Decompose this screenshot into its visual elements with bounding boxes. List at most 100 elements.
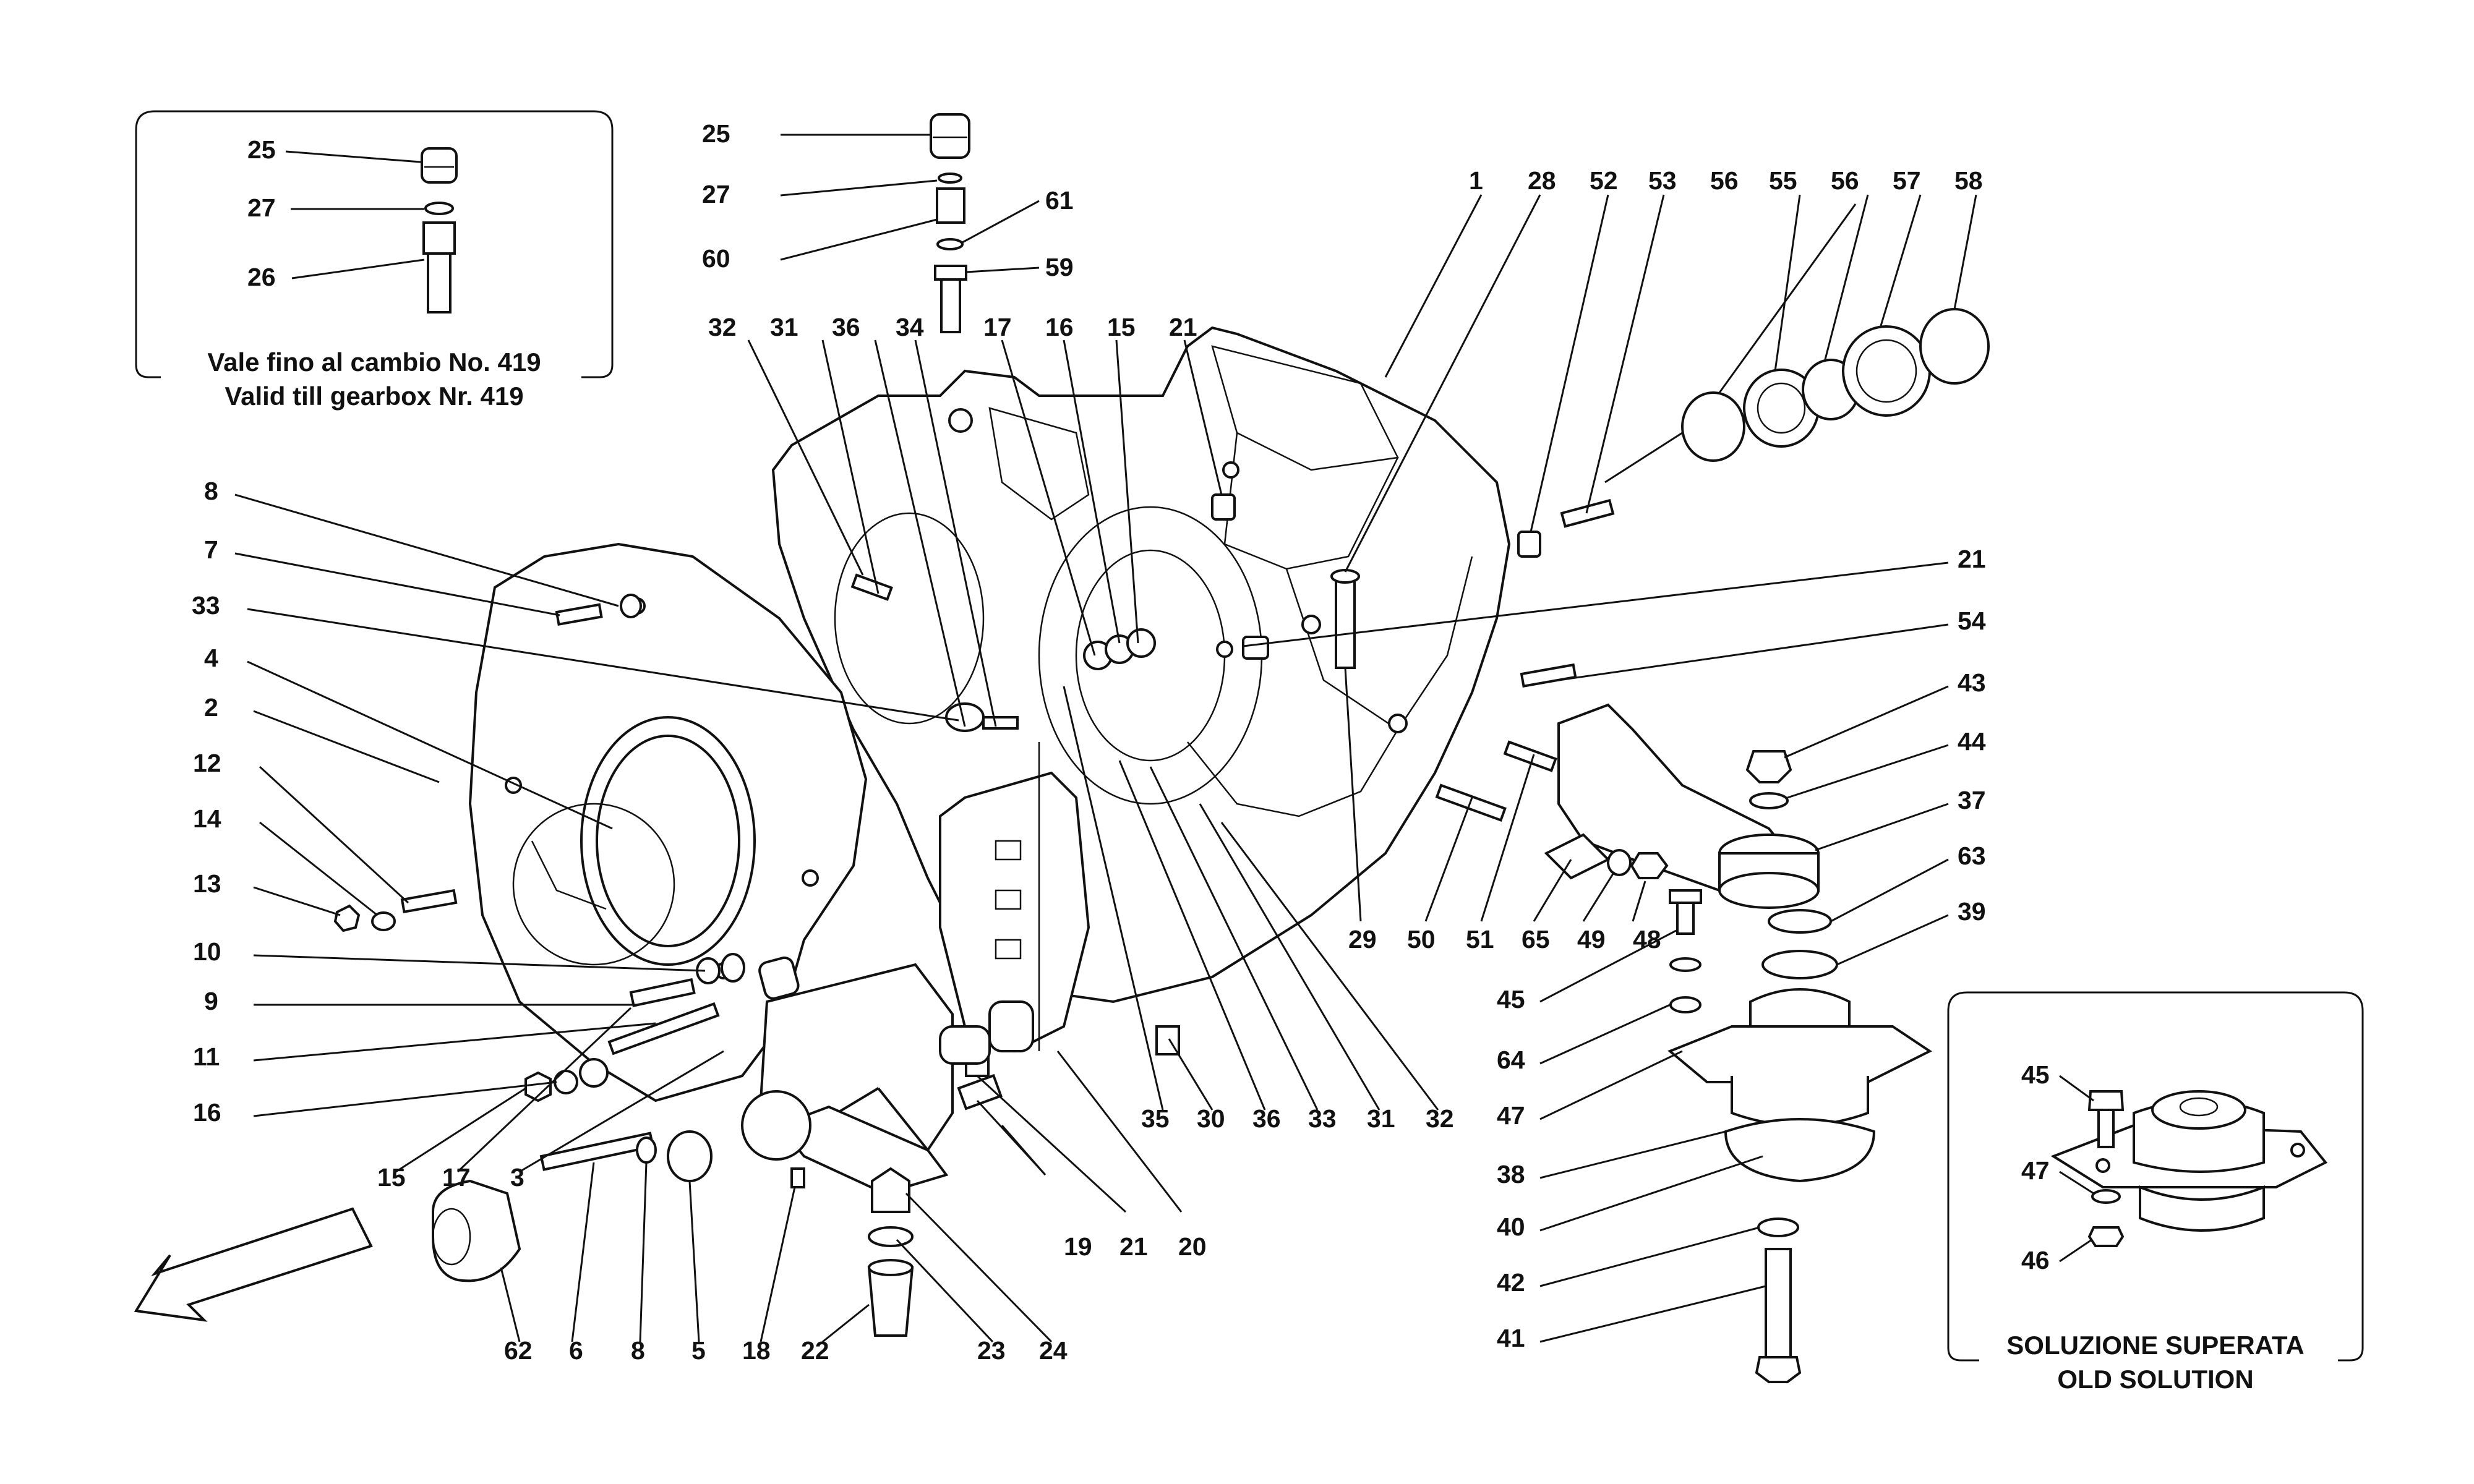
callout-27: 27 xyxy=(247,194,276,222)
callout-35: 35 xyxy=(1141,1104,1170,1133)
callout-64: 64 xyxy=(1497,1046,1525,1074)
callout-17: 17 xyxy=(983,313,1012,341)
callout-50: 50 xyxy=(1407,925,1436,953)
bottom-left-parts xyxy=(432,1000,1180,1337)
callout-17-bottom: 17 xyxy=(442,1163,471,1192)
callout-32: 32 xyxy=(708,313,737,341)
callout-34: 34 xyxy=(896,313,924,341)
callout-32-bottom: 32 xyxy=(1426,1104,1454,1133)
callout-11: 11 xyxy=(193,1043,220,1071)
inset-cap-part xyxy=(421,147,458,184)
engine-mount-bracket xyxy=(1544,703,1820,909)
callout-6: 6 xyxy=(569,1336,583,1365)
callout-25-top: 25 xyxy=(702,119,730,148)
callout-14: 14 xyxy=(193,804,221,833)
callout-21-bottom: 21 xyxy=(1119,1232,1148,1261)
callout-44: 44 xyxy=(1958,727,1986,756)
callout-60: 60 xyxy=(702,244,730,273)
inset-caption-italian: Vale fino al cambio No. 419 xyxy=(207,348,541,377)
direction-arrow xyxy=(134,1207,373,1322)
inset-old-solution: 45 47 46 SOLUZIONE SUPERATA OLD SOLUTION xyxy=(1947,991,2364,1394)
callout-25: 25 xyxy=(247,135,276,164)
callout-21-right: 21 xyxy=(1958,545,1986,573)
callout-52: 52 xyxy=(1590,166,1618,195)
callout-8: 8 xyxy=(204,477,218,505)
callout-13: 13 xyxy=(193,869,221,898)
callout-1: 1 xyxy=(1469,166,1483,195)
lower-casing xyxy=(759,963,954,1195)
callout-38: 38 xyxy=(1497,1160,1525,1188)
callout-56-b: 56 xyxy=(1831,166,1859,195)
side-selector-cover xyxy=(939,742,1090,1053)
callout-18: 18 xyxy=(742,1336,771,1365)
inset-mount-part xyxy=(2050,1090,2328,1232)
bearing-set xyxy=(1604,308,1990,484)
callout-48: 48 xyxy=(1633,925,1661,953)
callout-43: 43 xyxy=(1958,668,1986,697)
callout-8-bottom: 8 xyxy=(631,1336,645,1365)
callout-45: 45 xyxy=(1497,985,1525,1013)
callout-65: 65 xyxy=(1522,925,1550,953)
top-plug-stack xyxy=(780,113,1040,333)
callout-24: 24 xyxy=(1039,1336,1068,1365)
callout-4: 4 xyxy=(204,644,218,672)
callout-53: 53 xyxy=(1648,166,1677,195)
inset-valid-till-gearbox: 25 27 26 Vale fino al cambio No. 419 Val… xyxy=(135,110,614,411)
callout-36: 36 xyxy=(832,313,860,341)
callout-20: 20 xyxy=(1178,1232,1207,1261)
callout-29: 29 xyxy=(1348,925,1377,953)
inset-bushing xyxy=(422,221,456,313)
callout-36-bottom: 36 xyxy=(1252,1104,1281,1133)
callout-33: 33 xyxy=(192,591,220,620)
callout-10: 10 xyxy=(193,937,221,966)
inset-caption-english: Valid till gearbox Nr. 419 xyxy=(225,382,523,411)
callout-33-bottom: 33 xyxy=(1308,1104,1337,1133)
callout-41: 41 xyxy=(1497,1324,1525,1352)
callout-42: 42 xyxy=(1497,1268,1525,1297)
clutch-bell-housing xyxy=(771,326,1511,1004)
callout-56: 56 xyxy=(1710,166,1739,195)
callout-7: 7 xyxy=(204,535,218,564)
callout-21: 21 xyxy=(1169,313,1197,341)
callout-63: 63 xyxy=(1958,842,1986,870)
callout-19: 19 xyxy=(1064,1232,1092,1261)
callout-61: 61 xyxy=(1045,186,1074,215)
inset-washer xyxy=(424,202,454,215)
callout-57: 57 xyxy=(1893,166,1921,195)
leader-lines xyxy=(234,194,1977,1343)
callout-23: 23 xyxy=(977,1336,1006,1365)
callout-15-bottom: 15 xyxy=(377,1163,406,1192)
callout-62: 62 xyxy=(504,1336,533,1365)
callout-15: 15 xyxy=(1107,313,1136,341)
callout-40: 40 xyxy=(1497,1213,1525,1241)
callout-59: 59 xyxy=(1045,253,1074,281)
callout-31-bottom: 31 xyxy=(1367,1104,1395,1133)
inset-caption-italian-old: SOLUZIONE SUPERATA xyxy=(2006,1331,2304,1360)
callout-31: 31 xyxy=(770,313,798,341)
inset-caption-english-old: OLD SOLUTION xyxy=(2057,1365,2253,1394)
callout-47: 47 xyxy=(1497,1101,1525,1130)
callout-39: 39 xyxy=(1958,897,1986,926)
callout-2: 2 xyxy=(204,693,218,722)
callout-28: 28 xyxy=(1528,166,1556,195)
callout-22: 22 xyxy=(801,1336,829,1365)
left-small-parts xyxy=(333,573,1156,1102)
callout-27-top: 27 xyxy=(702,180,730,208)
callout-30: 30 xyxy=(1197,1104,1225,1133)
callout-12: 12 xyxy=(193,749,221,777)
callout-16-left: 16 xyxy=(193,1098,221,1127)
callout-16: 16 xyxy=(1045,313,1074,341)
callout-46-inset: 46 xyxy=(2021,1246,2050,1274)
callout-54: 54 xyxy=(1958,607,1986,635)
callout-47-inset: 47 xyxy=(2021,1156,2050,1185)
callout-55: 55 xyxy=(1769,166,1797,195)
callout-3: 3 xyxy=(510,1163,524,1192)
callout-49: 49 xyxy=(1577,925,1606,953)
callout-45-inset: 45 xyxy=(2021,1060,2050,1089)
callout-labels: 32 31 36 34 17 16 15 21 1 28 52 53 56 55… xyxy=(192,166,1986,1365)
callout-26: 26 xyxy=(247,263,276,291)
callout-51: 51 xyxy=(1466,925,1494,953)
callout-9: 9 xyxy=(204,987,218,1015)
mount-stack xyxy=(1607,750,1932,1383)
